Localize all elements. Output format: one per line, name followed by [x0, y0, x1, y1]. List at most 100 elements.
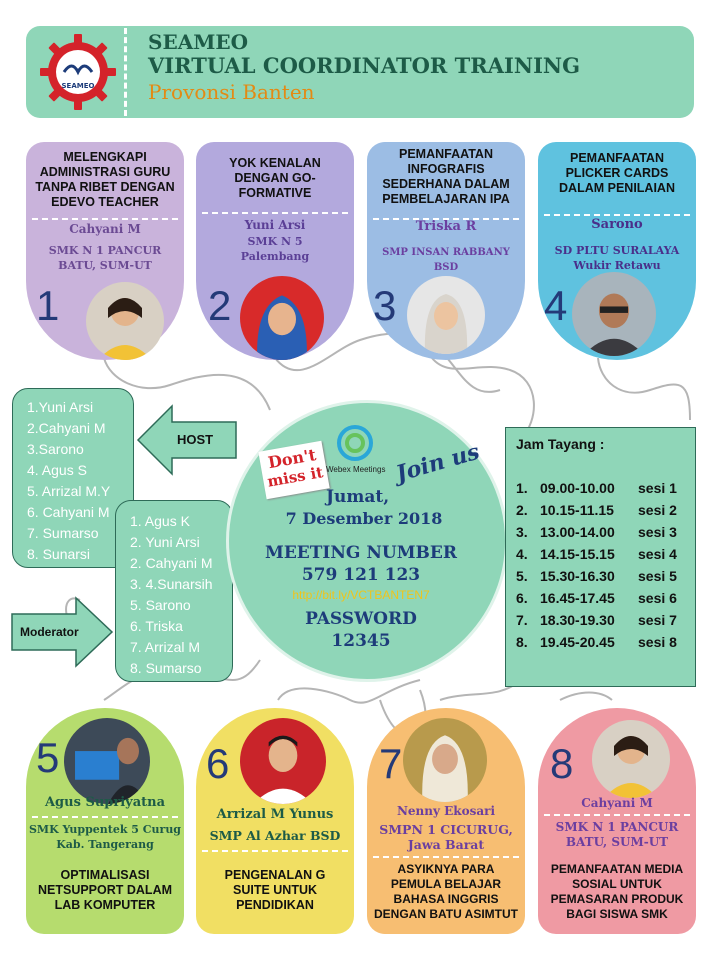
session-title: PEMANFAATAN MEDIA SOSIAL UNTUK PEMASARAN… — [550, 862, 684, 921]
row-time: 10.15-11.15 — [540, 502, 614, 518]
header-title: VIRTUAL COORDINATOR TRAINING — [148, 53, 581, 78]
speaker-name: Nenny Ekosari — [396, 804, 496, 818]
moderator-item: 3. 4.Sunarsih — [130, 576, 213, 592]
moderator-label: Moderator — [20, 625, 79, 639]
speaker-photo — [592, 720, 670, 798]
row-sesi: sesi 8 — [638, 634, 677, 650]
card-divider — [373, 856, 519, 858]
row-sesi: sesi 1 — [638, 480, 677, 496]
meeting-number: 579 121 123 — [301, 565, 421, 585]
row-time: 16.45-17.45 — [540, 590, 615, 606]
schedule-row: 7. 18.30-19.30 sesi 7 — [516, 612, 677, 628]
schedule-box: Jam Tayang : 1. 09.00-10.00 sesi 1 2. 10.15… — [505, 427, 696, 687]
moderator-item: 8. Sumarso — [130, 660, 202, 676]
speaker-school: SMPN 1 CICURUG, Jawa Barat — [379, 822, 513, 852]
row-num: 4. — [516, 546, 528, 562]
session-number: 1 — [36, 282, 60, 329]
card-divider — [544, 814, 690, 816]
event-info-circle — [226, 400, 508, 682]
row-sesi: sesi 4 — [638, 546, 677, 562]
row-num: 2. — [516, 502, 528, 518]
speaker-school: SMP Al Azhar BSD — [209, 828, 341, 843]
session-title: OPTIMALISASI NETSUPPORT DALAM LAB KOMPUT… — [37, 868, 173, 912]
speaker-photo — [407, 276, 485, 354]
header-divider — [124, 28, 127, 116]
session-card-5: 5 Agus Supriyatna SMK Yuppentek 5 Curug … — [26, 708, 184, 934]
session-card-8: 8 Cahyani M SMK N 1 PANCUR BATU, SUM-UT … — [538, 708, 696, 934]
logo-text: SEAMEO — [62, 82, 95, 90]
card-divider — [544, 214, 690, 216]
row-time: 18.30-19.30 — [540, 612, 615, 628]
speaker-school: SMK N 5 Palembang — [240, 235, 310, 263]
row-sesi: sesi 7 — [638, 612, 677, 628]
row-sesi: sesi 2 — [638, 502, 677, 518]
speaker-name: Sarono — [591, 217, 643, 232]
moderator-item: 1. Agus K — [130, 513, 190, 529]
row-num: 8. — [516, 634, 528, 650]
schedule-row: 1. 09.00-10.00 sesi 1 — [516, 480, 677, 496]
row-num: 7. — [516, 612, 528, 628]
host-label: HOST — [177, 432, 214, 447]
session-title: PEMANFAATAN INFOGRAFIS SEDERHANA DALAM P… — [382, 147, 510, 206]
host-item: 8. Sunarsi — [27, 546, 91, 562]
card-divider — [373, 218, 519, 220]
row-num: 3. — [516, 524, 528, 540]
moderator-item: 2. Yuni Arsi — [130, 534, 200, 550]
speaker-name: Triska R — [415, 219, 477, 234]
event-day: Jumat, — [326, 487, 390, 507]
speaker-photo — [240, 276, 324, 360]
session-number: 6 — [206, 740, 230, 787]
session-number: 8 — [550, 740, 574, 787]
speaker-school: SD PLTU SURALAYA Wukir Retawu — [554, 244, 680, 272]
row-num: 1. — [516, 480, 528, 496]
speaker-school: SMK N 1 PANCUR BATU, SUM-UT — [48, 244, 162, 272]
session-number: 4 — [544, 282, 568, 329]
moderator-item: 6. Triska — [130, 618, 183, 634]
speaker-name: Cahyani M — [69, 222, 141, 236]
row-time: 14.15-15.15 — [540, 546, 615, 562]
row-sesi: sesi 3 — [638, 524, 677, 540]
schedule-row: 2. 10.15-11.15 sesi 2 — [516, 502, 677, 518]
event-link[interactable]: http://bit.ly/VCTBANTEN7 — [292, 588, 430, 602]
header-banner — [26, 26, 694, 118]
moderator-arrow — [11, 596, 114, 668]
card-divider — [202, 850, 348, 852]
session-title: MELENGKAPI ADMINISTRASI GURU TANPA RIBET… — [35, 150, 175, 209]
schedule-row: 4. 14.15-15.15 sesi 4 — [516, 546, 677, 562]
session-card-4: PEMANFAATAN PLICKER CARDS DALAM PENILAIA… — [538, 142, 696, 360]
speaker-name: Cahyani M — [581, 796, 653, 810]
meeting-number-label: MEETING NUMBER — [265, 543, 457, 563]
schedule-row: 3. 13.00-14.00 sesi 3 — [516, 524, 677, 540]
row-num: 5. — [516, 568, 528, 584]
speaker-photo — [64, 718, 150, 804]
event-date: 7 Desember 2018 — [285, 509, 443, 528]
card-divider — [202, 212, 348, 214]
speaker-name: Agus Supriyatna — [44, 795, 166, 810]
moderator-item: 2. Cahyani M — [130, 555, 213, 571]
host-list: 1.Yuni Arsi 2.Cahyani M 3.Sarono 4. Agus… — [12, 388, 134, 568]
speaker-school: SMK N 1 PANCUR BATU, SUM-UT — [555, 820, 679, 849]
row-time: 09.00-10.00 — [540, 480, 615, 496]
host-item: 3.Sarono — [27, 441, 84, 457]
host-item: 1.Yuni Arsi — [27, 399, 94, 415]
speaker-photo — [240, 718, 326, 804]
speaker-name: Yuni Arsi — [244, 218, 306, 232]
host-item: 2.Cahyani M — [27, 420, 106, 436]
speaker-photo — [403, 718, 487, 802]
webex-icon — [337, 425, 373, 461]
host-item: 5. Arrizal M.Y — [27, 483, 111, 499]
session-card-2: YOK KENALAN DENGAN GO-FORMATIVE Yuni Ars… — [196, 142, 354, 360]
speaker-name: Arrizal M Yunus — [216, 807, 334, 822]
header-org: SEAMEO — [148, 30, 249, 54]
schedule-row: 8. 19.45-20.45 sesi 8 — [516, 634, 677, 650]
row-sesi: sesi 5 — [638, 568, 677, 584]
header-subtitle: Provonsi Banten — [148, 80, 315, 104]
row-time: 19.45-20.45 — [540, 634, 615, 650]
row-time: 13.00-14.00 — [540, 524, 615, 540]
speaker-photo — [572, 272, 656, 356]
schedule-title: Jam Tayang : — [516, 436, 605, 452]
session-title: ASYIKNYA PARA PEMULA BELAJAR BAHASA INGG… — [374, 862, 518, 921]
row-sesi: sesi 6 — [638, 590, 677, 606]
